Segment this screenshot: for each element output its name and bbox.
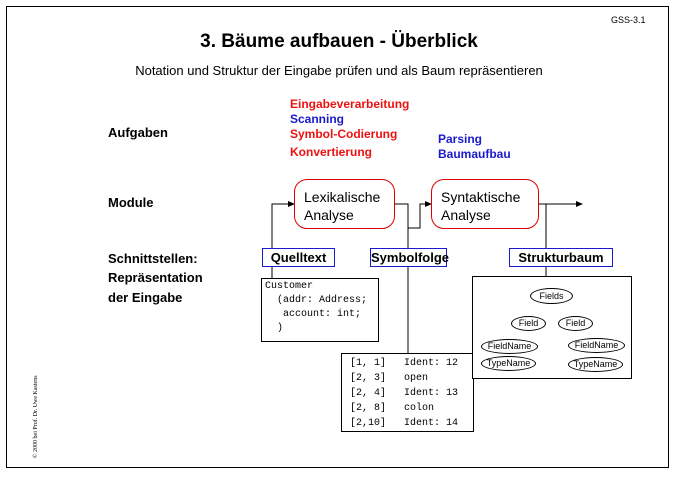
tree-node-typename-left: TypeName	[481, 356, 536, 371]
module-syntactic-analysis: Syntaktische Analyse	[431, 179, 539, 229]
task-eingabeverarbeitung: Eingabeverarbeitung	[290, 97, 410, 111]
task-scanning: Scanning	[290, 112, 345, 126]
slide-frame	[6, 6, 669, 468]
tree-node-fieldname-right: FieldName	[568, 338, 625, 353]
task-parsing: Parsing	[438, 132, 483, 146]
tree-node-field-right: Field	[558, 316, 593, 331]
row-label-module: Module	[108, 195, 154, 210]
task-baumaufbau: Baumaufbau	[438, 147, 511, 161]
row-label-aufgaben: Aufgaben	[108, 125, 168, 140]
tree-node-field-left: Field	[511, 316, 546, 331]
page-subtitle: Notation und Struktur der Eingabe prüfen…	[135, 63, 543, 78]
module-syntactic-line2: Analyse	[441, 207, 491, 223]
tree-node-fieldname-left: FieldName	[481, 339, 538, 354]
interface-strukturbaum: Strukturbaum	[509, 248, 613, 267]
row-label-der-eingabe: der Eingabe	[108, 290, 183, 305]
slide-id: GSS-3.1	[611, 15, 646, 25]
token-table-box: [1, 1] Ident: 12 [2, 3] open [2, 4] Iden…	[341, 353, 474, 432]
tree-node-fields: Fields	[530, 288, 573, 304]
source-code-box: Customer (addr: Address; account: int; )	[261, 278, 379, 342]
copyright-note: © 2000 bei Prof. Dr. Uwe Kastens	[33, 375, 39, 458]
module-lexical-analysis: Lexikalische Analyse	[294, 179, 395, 229]
module-lexical-line2: Analyse	[304, 207, 354, 223]
tree-node-typename-right: TypeName	[568, 357, 623, 372]
task-konvertierung: Konvertierung	[290, 145, 373, 159]
module-syntactic-line1: Syntaktische	[441, 189, 521, 205]
task-symbol-codierung: Symbol-Codierung	[290, 127, 398, 141]
interface-symbolfolge: Symbolfolge	[370, 248, 450, 267]
module-lexical-line1: Lexikalische	[304, 189, 381, 205]
page-title: 3. Bäume aufbauen - Überblick	[200, 31, 478, 52]
row-label-repraesentation: Repräsentation	[108, 270, 203, 285]
row-label-schnittstellen: Schnittstellen:	[108, 251, 198, 266]
interface-quelltext: Quelltext	[262, 248, 335, 267]
